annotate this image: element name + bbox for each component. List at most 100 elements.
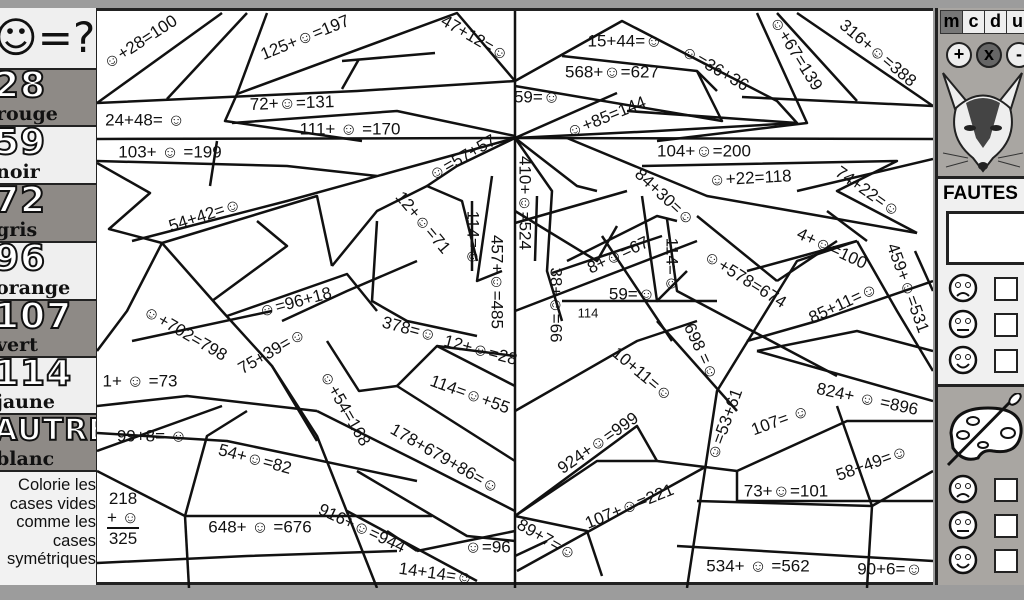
- place-value-u[interactable]: u: [1006, 10, 1024, 34]
- region-edge: [226, 272, 378, 318]
- coloring-sad-checkbox[interactable]: [994, 478, 1018, 502]
- legend-item-orange: 96 orange: [0, 243, 96, 301]
- region-edge: [676, 544, 933, 563]
- region-edge: [826, 210, 868, 242]
- plus-button[interactable]: +: [946, 42, 972, 68]
- region-edge: [97, 394, 318, 413]
- legend-number: 72: [0, 185, 47, 221]
- region-edge: [340, 58, 361, 90]
- region-edge: [514, 424, 659, 518]
- legend-number: 28: [0, 70, 47, 106]
- equation-cell[interactable]: 114=☺: [463, 210, 483, 266]
- legend-color: rouge: [0, 103, 58, 125]
- happy-checkbox[interactable]: [994, 349, 1018, 373]
- column-addition[interactable]: 218 + ☺ 325: [107, 489, 140, 548]
- equation-cell[interactable]: 59=☺: [513, 87, 561, 107]
- region-edge: [161, 194, 334, 267]
- legend-title-box: ☺=?: [0, 8, 96, 70]
- region-edge: [97, 242, 164, 352]
- minus-button[interactable]: -: [1006, 42, 1024, 68]
- place-value-c[interactable]: c: [962, 10, 985, 34]
- equation-cell[interactable]: ☺=96: [464, 537, 511, 557]
- region-edge: [223, 93, 363, 143]
- region-edge: [514, 239, 698, 313]
- region-edge: [514, 19, 799, 140]
- equation-cell[interactable]: 15+44=☺: [587, 31, 663, 51]
- instructions: Colorie les cases vides comme les cases …: [7, 476, 96, 568]
- equation-cell[interactable]: 99+8= ☺: [116, 426, 188, 446]
- equation-cell[interactable]: 114: [577, 305, 599, 321]
- region-edge: [696, 215, 778, 282]
- equation-cell[interactable]: 104+☺=200: [657, 141, 751, 161]
- region-edge: [756, 329, 933, 353]
- equation-cell[interactable]: 648+ ☺ =676: [208, 517, 312, 537]
- grid-lines: [97, 11, 933, 588]
- legend-color: blanc: [0, 448, 55, 470]
- equation-cell[interactable]: 24+48= ☺: [105, 110, 185, 130]
- neutral-checkbox[interactable]: [994, 313, 1018, 337]
- equation-cell[interactable]: 534+ ☺ =562: [706, 556, 810, 576]
- legend-color: jaune: [0, 391, 55, 413]
- equation-cell[interactable]: 111+ ☺ =170: [299, 119, 401, 139]
- legend-item-jaune: 114 jaune: [0, 358, 96, 415]
- region-edge: [341, 51, 436, 63]
- legend-color: vert: [0, 334, 38, 356]
- equation-cell[interactable]: 90+6=☺: [857, 559, 923, 579]
- equation-cell[interactable]: 59=☺: [608, 284, 656, 304]
- equation-cell[interactable]: 103+ ☺ =199: [118, 142, 222, 162]
- region-edge: [97, 79, 516, 105]
- coloring-neutral-checkbox[interactable]: [994, 514, 1018, 538]
- region-edge: [161, 242, 319, 442]
- place-value-m[interactable]: m: [940, 10, 963, 34]
- region-edge: [97, 161, 163, 245]
- color-legend: ☺=? 28 rouge 59 noir 72 gris 96 orange 1…: [0, 8, 99, 585]
- equation-cell[interactable]: 73+☺=101: [743, 481, 829, 501]
- legend-color: orange: [0, 277, 71, 299]
- region-edge: [913, 250, 933, 292]
- region-edge: [97, 431, 418, 483]
- sad-checkbox[interactable]: [994, 277, 1018, 301]
- region-edge: [514, 459, 657, 518]
- region-edge: [656, 419, 933, 473]
- legend-item-vert: 107 vert: [0, 301, 96, 358]
- region-edge: [356, 469, 516, 543]
- equation-cell[interactable]: 38+☺=66: [546, 267, 566, 343]
- equation-cell[interactable]: 568+☺=627: [565, 62, 659, 82]
- place-value-d[interactable]: d: [984, 10, 1007, 34]
- equation-cell[interactable]: 410+☺=524: [515, 156, 535, 250]
- legend-item-gris: 72 gris: [0, 185, 96, 243]
- region-edge: [183, 515, 191, 588]
- region-edge: [855, 240, 933, 372]
- region-edge: [346, 509, 478, 583]
- region-edge: [514, 137, 598, 193]
- equation-cell[interactable]: 114=☺: [662, 237, 682, 293]
- region-edge: [514, 70, 724, 123]
- addend-top: 218: [108, 489, 138, 508]
- region-edge: [533, 195, 539, 262]
- region-edge: [370, 220, 478, 338]
- coloring-happy-checkbox[interactable]: [994, 549, 1018, 573]
- region-edge: [566, 214, 678, 263]
- region-edge: [97, 549, 398, 565]
- legend-number: 114: [0, 358, 73, 394]
- multiply-button[interactable]: x: [976, 42, 1002, 68]
- sad-face-icon: [948, 474, 978, 504]
- fautes-input[interactable]: [946, 211, 1024, 265]
- fautes-label: FAUTES: [943, 183, 1018, 204]
- region-edge: [656, 12, 809, 143]
- legend-color: gris: [0, 219, 38, 241]
- region-edge: [871, 469, 933, 508]
- equation-cell[interactable]: 1+ ☺ =73: [102, 371, 178, 391]
- region-edge: [641, 159, 918, 235]
- equation-cell[interactable]: 457+☺=485: [487, 234, 507, 329]
- region-edge: [386, 529, 418, 553]
- region-edge: [796, 11, 933, 108]
- legend-number: AUTRE: [0, 415, 96, 449]
- region-edge: [776, 239, 838, 283]
- equation-cell[interactable]: 72+☺=131: [249, 92, 335, 114]
- region-edge: [475, 175, 503, 283]
- region-edge: [741, 95, 933, 108]
- region-edge: [416, 529, 516, 553]
- sad-face-icon: [948, 273, 978, 303]
